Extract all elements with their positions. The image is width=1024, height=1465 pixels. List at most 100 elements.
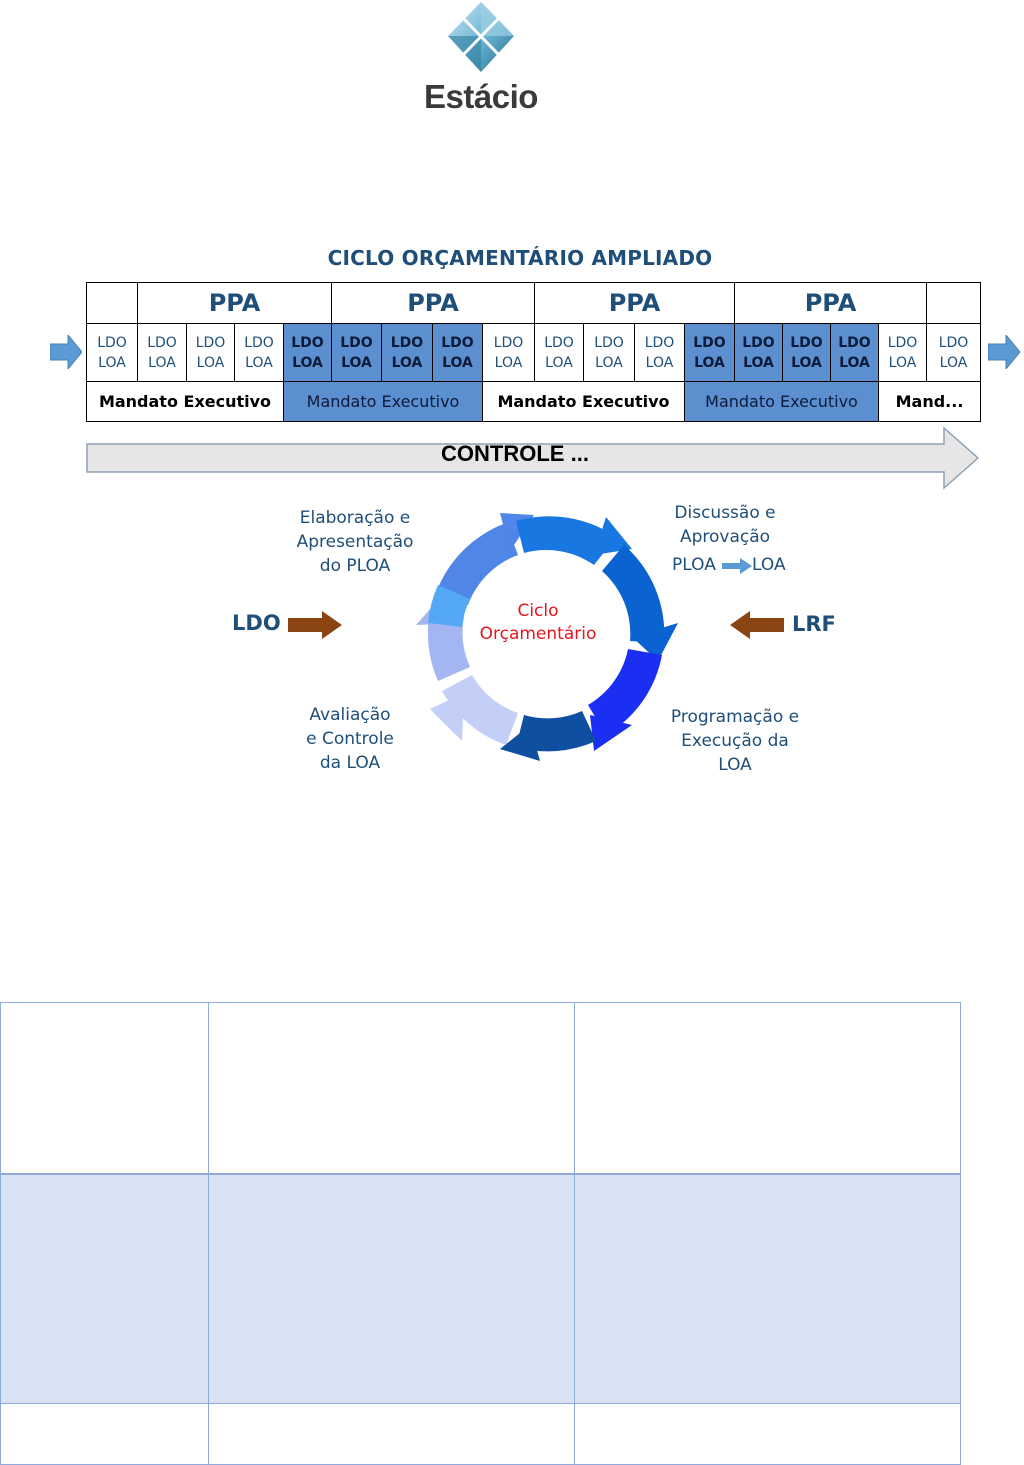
budget-cycle-ring (416, 513, 678, 761)
lrf-input-label: LRF (792, 612, 836, 636)
ldo-loa-cell-highlight: LDO LOA (381, 323, 433, 382)
ldo-loa-cell: LDO LOA (86, 323, 138, 382)
ppa-cell: PPA (534, 282, 735, 324)
loa-label: LOA (292, 354, 323, 371)
logo-diamond-icon (448, 2, 514, 72)
ldo-label: LDO (195, 334, 226, 351)
loa-label: LOA (888, 354, 917, 371)
ppa-cell: PPA (137, 282, 332, 324)
ppa-cell: PPA (734, 282, 927, 324)
stage-line: Programação e (670, 707, 800, 727)
center-line-1: Ciclo (517, 601, 559, 621)
logo-wordmark: Estácio (424, 78, 538, 115)
controle-label: CONTROLE ... (441, 441, 589, 466)
ldo-loa-cell: LDO LOA (534, 323, 584, 382)
stage-line: LOA (718, 755, 752, 775)
ppa-empty-cell (86, 282, 138, 324)
ldo-loa-cell: LDO LOA (137, 323, 187, 382)
ldo-loa-cell: LDO LOA (634, 323, 685, 382)
table-cell (574, 1173, 961, 1404)
diagram-title: CICLO ORÇAMENTÁRIO AMPLIADO (327, 246, 713, 270)
mandato-cell-highlight: Mandato Executivo (283, 381, 483, 422)
loa-label: LOA (148, 354, 176, 371)
ldo-label: LDO (340, 334, 373, 351)
loa-label: LOA (645, 354, 674, 371)
table-cell (208, 1173, 575, 1404)
ldo-loa-cell-highlight: LDO LOA (830, 323, 879, 382)
loa-label: LOA (743, 354, 774, 371)
ldo-loa-cell: LDO LOA (186, 323, 235, 382)
loa-result-label: LOA (752, 555, 786, 575)
ldo-input-label: LDO (232, 611, 281, 635)
ldo-label: LDO (594, 334, 624, 351)
stage-line: Elaboração e (299, 508, 411, 528)
mandato-cell-short: Mand... (878, 381, 981, 422)
table-cell (208, 1403, 575, 1465)
stage-line: Avaliação (309, 705, 391, 725)
ldo-loa-cell: LDO LOA (926, 323, 981, 382)
stage-line: Apresentação (296, 532, 414, 552)
table-cell (574, 1002, 961, 1175)
ploa-label: PLOA (672, 555, 716, 575)
loa-label: LOA (791, 354, 822, 371)
cycle-center-label: Ciclo Orçamentário (458, 600, 618, 646)
loa-label: LOA (694, 354, 725, 371)
ldo-label: LDO (441, 334, 474, 351)
mandato-cell-highlight: Mandato Executivo (684, 381, 879, 422)
ldo-label: LDO (544, 334, 574, 351)
loa-label: LOA (839, 354, 870, 371)
loa-label: LOA (442, 354, 473, 371)
stage-elaboracao: Elaboração e Apresentação do PLOA (270, 506, 440, 578)
ldo-label: LDO (790, 334, 823, 351)
table-cell (574, 1403, 961, 1465)
ldo-label: LDO (97, 334, 127, 351)
ldo-label: LDO (147, 334, 177, 351)
controle-arrow (86, 426, 980, 490)
loa-label: LOA (545, 354, 573, 371)
mandato-cell: Mandato Executivo (482, 381, 685, 422)
arrow-right-icon (50, 335, 82, 369)
ldo-label: LDO (244, 334, 274, 351)
ldo-label: LDO (938, 334, 969, 351)
arrow-right-icon (722, 558, 752, 574)
bottom-table (0, 1002, 961, 1465)
ldo-loa-cell: LDO LOA (482, 323, 535, 382)
loa-label: LOA (494, 354, 523, 371)
stage-line: e Controle (306, 729, 394, 749)
ldo-label: LDO (644, 334, 675, 351)
ldo-label: LDO (291, 334, 324, 351)
stage-line: Discussão e (674, 503, 776, 523)
arrow-right-icon (288, 611, 342, 639)
ldo-label: LDO (838, 334, 871, 351)
loa-label: LOA (98, 354, 126, 371)
ldo-loa-cell: LDO LOA (234, 323, 284, 382)
table-cell (0, 1173, 209, 1404)
ldo-loa-cell-highlight: LDO LOA (782, 323, 831, 382)
table-cell (0, 1403, 209, 1465)
stage-discussao: Discussão e Aprovação (650, 501, 800, 549)
loa-label: LOA (391, 354, 423, 371)
loa-label: LOA (245, 354, 273, 371)
ppa-cell: PPA (331, 282, 535, 324)
stage-programacao: Programação e Execução da LOA (650, 705, 820, 777)
stage-line: Aprovação (679, 527, 771, 547)
table-cell (0, 1002, 209, 1175)
arrow-right-icon (988, 335, 1020, 369)
ldo-label: LDO (390, 334, 424, 351)
stage-line: Execução da (681, 731, 789, 751)
arrow-left-icon (730, 611, 784, 639)
stage-line: da LOA (319, 753, 381, 773)
stage-avaliacao: Avaliação e Controle da LOA (290, 703, 410, 775)
table-cell (208, 1002, 575, 1175)
ppa-empty-cell (926, 282, 981, 324)
ppa-cycle-table: PPA PPA PPA PPA LDO LOA LDO LOA LDO LOA LDO… (86, 282, 981, 422)
loa-label: LOA (196, 354, 225, 371)
stage-line: do PLOA (319, 556, 391, 576)
ldo-label: LDO (493, 334, 524, 351)
loa-label: LOA (939, 354, 968, 371)
